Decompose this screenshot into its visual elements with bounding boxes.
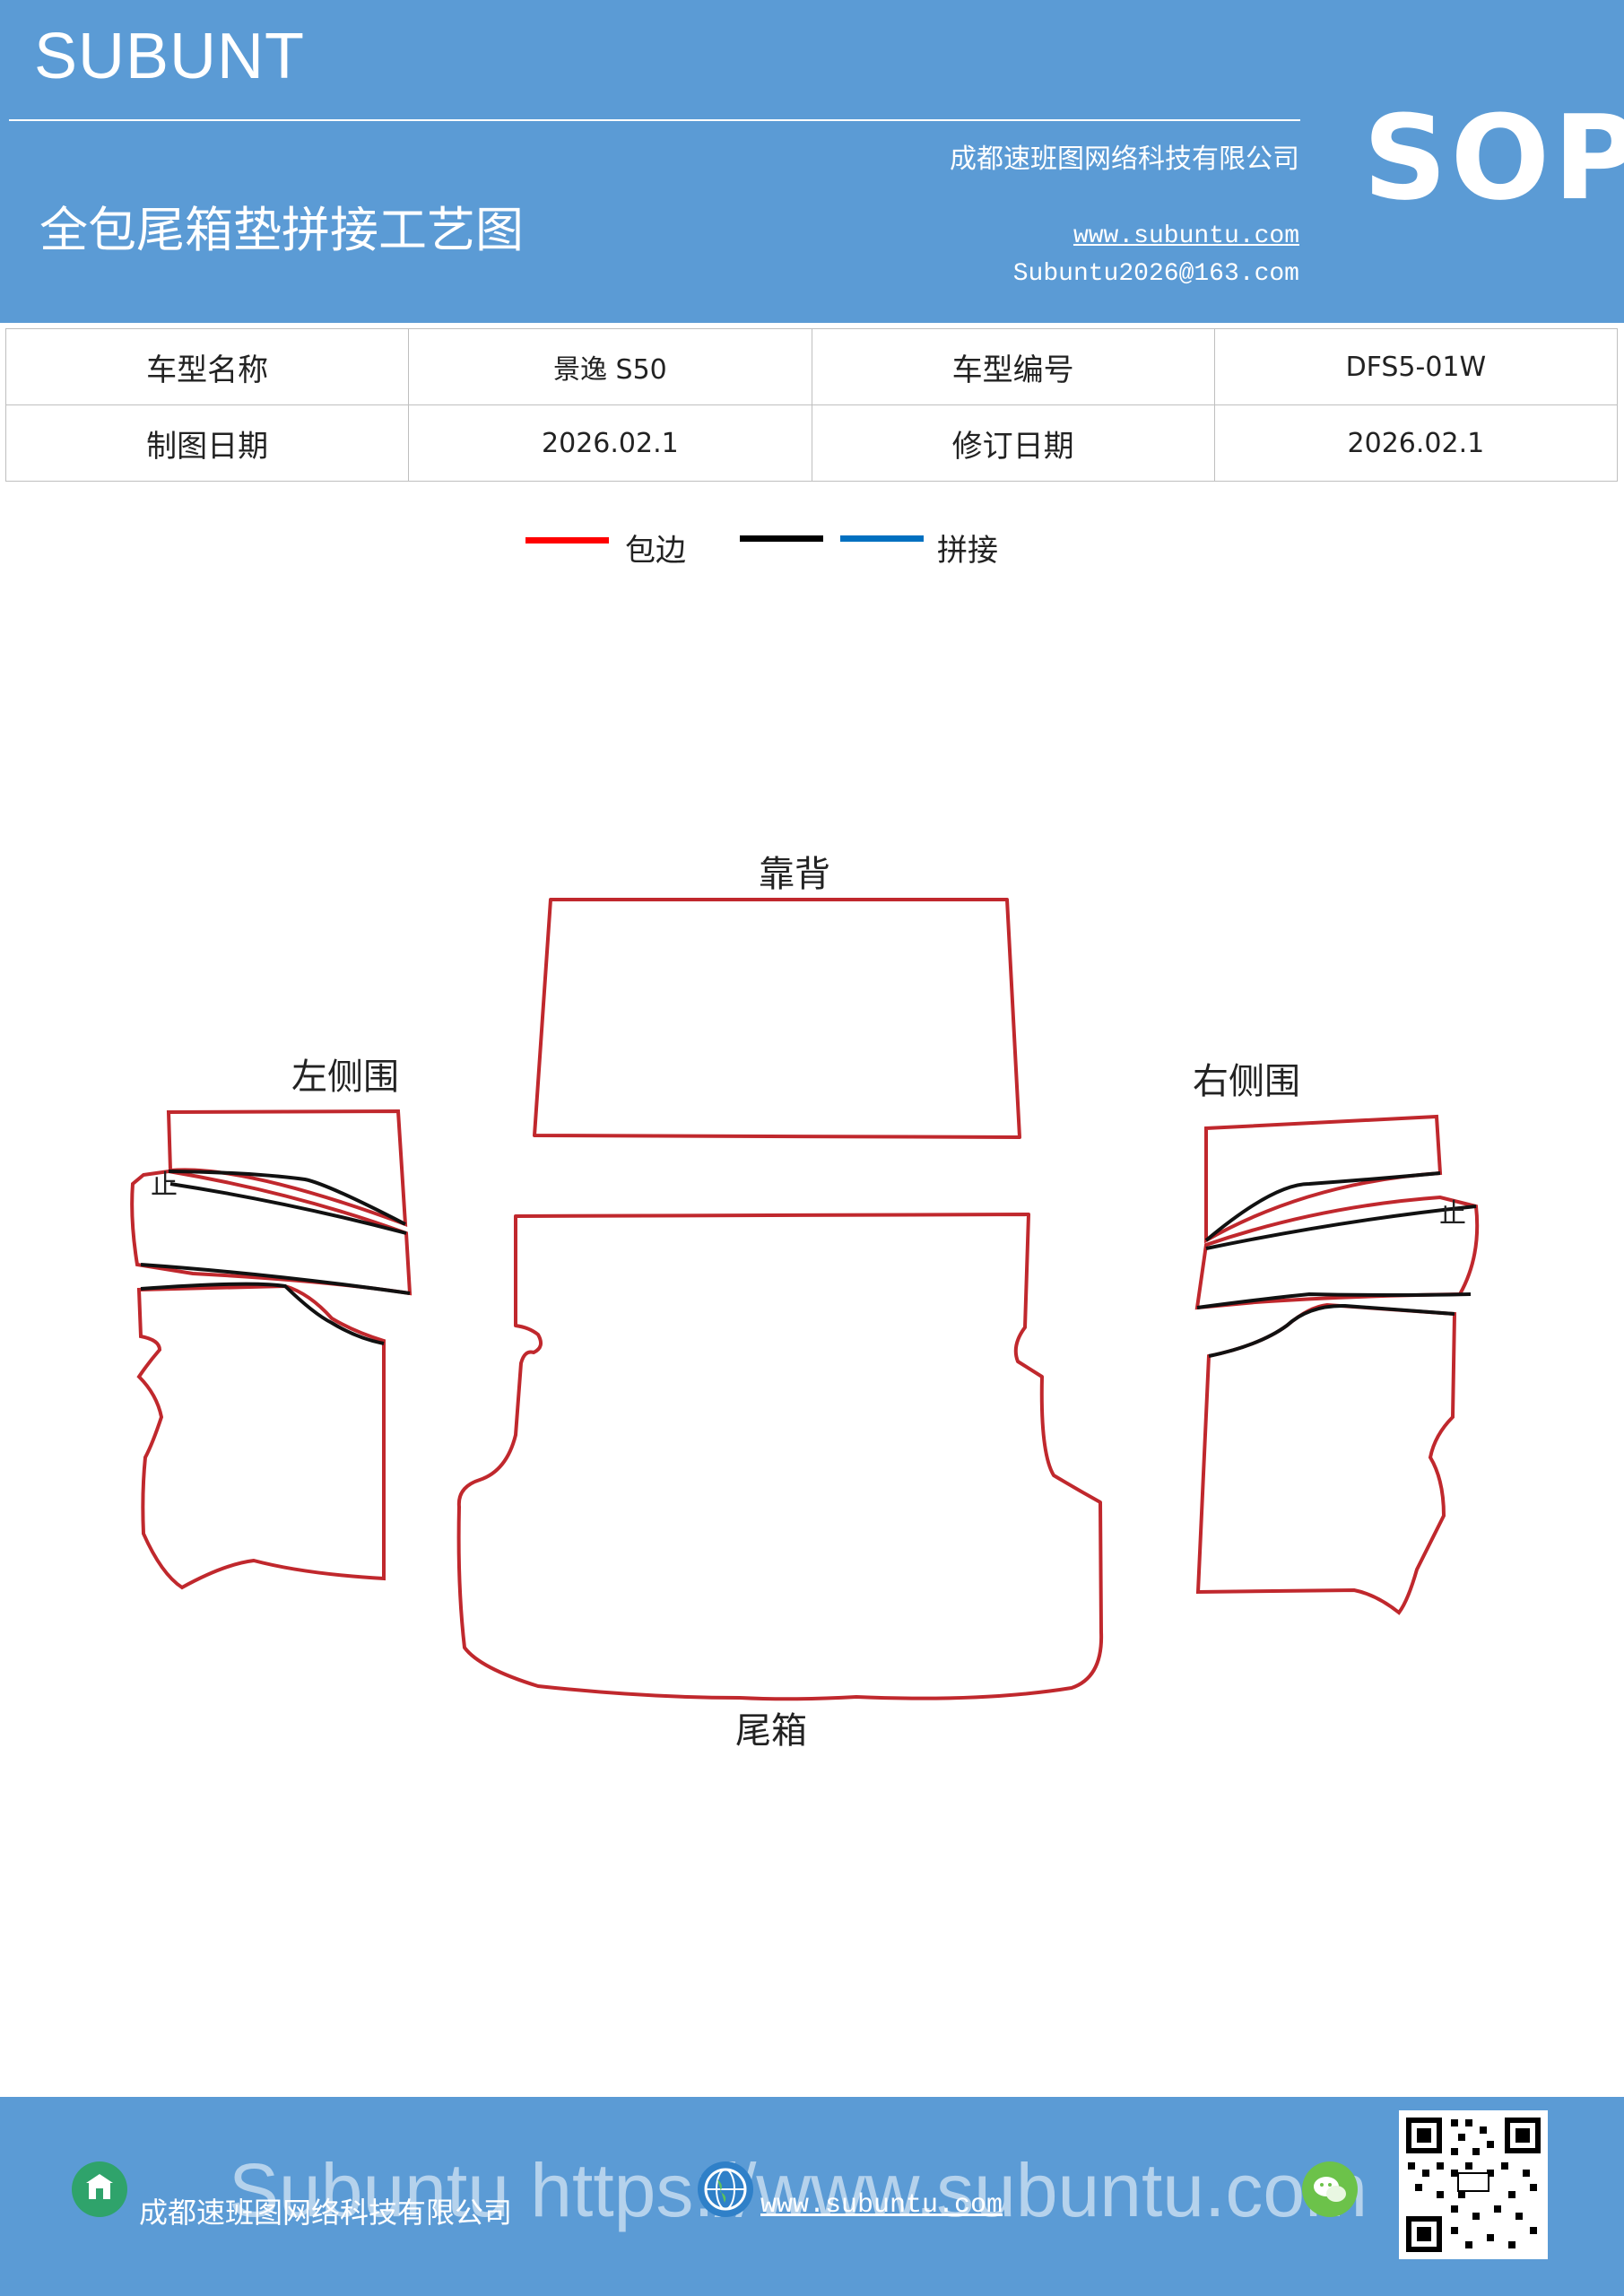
legend-splice-label: 拼接 bbox=[937, 533, 998, 569]
model-name-label: 车型名称 bbox=[4, 328, 410, 405]
splice-diagram: 靠背 尾箱 左侧围 右侧围 止 止 bbox=[0, 807, 1624, 1794]
header-email: Subuntu2026@163.com bbox=[1012, 260, 1299, 288]
right-stop-mark: 止 bbox=[1439, 1198, 1466, 1230]
left-stop-mark: 止 bbox=[151, 1170, 178, 1201]
brand-logo-text: SUBUNT bbox=[34, 21, 306, 92]
vehicle-info-table: 车型名称 景逸 S50 车型编号 DFS5-01W 制图日期 2026.02.1… bbox=[4, 328, 1619, 482]
header-website-link[interactable]: www.subuntu.com bbox=[1073, 222, 1299, 250]
model-code-value: DFS5-01W bbox=[1213, 328, 1619, 405]
globe-icon bbox=[698, 2161, 753, 2217]
table-row: 制图日期 2026.02.1 修订日期 2026.02.1 bbox=[4, 404, 1619, 482]
page-title: 全包尾箱垫拼接工艺图 bbox=[39, 202, 524, 258]
company-building-icon bbox=[72, 2161, 127, 2217]
footer-watermark: Subuntu https://www.subuntu.com bbox=[229, 2148, 1368, 2232]
wechat-icon bbox=[1302, 2161, 1358, 2217]
right-side-panel bbox=[1194, 1114, 1480, 1615]
revise-date-label: 修订日期 bbox=[811, 404, 1215, 482]
sop-badge: SOP bbox=[1363, 90, 1624, 226]
left-side-panel bbox=[130, 1109, 413, 1590]
right-side-label: 右侧围 bbox=[1193, 1061, 1300, 1102]
trunk-label: 尾箱 bbox=[735, 1710, 807, 1752]
revise-date-value: 2026.02.1 bbox=[1213, 404, 1619, 482]
draw-date-value: 2026.02.1 bbox=[408, 404, 812, 482]
header-banner: SUBUNT 全包尾箱垫拼接工艺图 成都速班图网络科技有限公司 www.subu… bbox=[0, 0, 1624, 323]
footer-company: 成都速班图网络科技有限公司 bbox=[139, 2196, 513, 2230]
legend-edging-label: 包边 bbox=[625, 533, 686, 569]
header-divider bbox=[9, 119, 1300, 121]
left-side-label: 左侧围 bbox=[291, 1057, 399, 1098]
trunk-outline bbox=[456, 1213, 1104, 1701]
footer-website-link[interactable]: www.subuntu.com bbox=[760, 2190, 1003, 2221]
footer-banner: Subuntu https://www.subuntu.com 成都速班图网络科… bbox=[0, 2097, 1624, 2296]
model-code-label: 车型编号 bbox=[811, 328, 1215, 405]
legend-splice-blue-swatch bbox=[840, 535, 924, 542]
qr-code-icon bbox=[1399, 2110, 1548, 2259]
mat-outlines bbox=[130, 898, 1480, 1701]
header-company: 成都速班图网络科技有限公司 bbox=[950, 144, 1299, 175]
draw-date-label: 制图日期 bbox=[4, 404, 410, 482]
legend-splice-black-swatch bbox=[740, 535, 823, 542]
model-name-value: 景逸 S50 bbox=[408, 328, 812, 405]
backrest-outline bbox=[533, 898, 1021, 1139]
legend-edging-swatch bbox=[525, 537, 609, 544]
backrest-label: 靠背 bbox=[759, 854, 830, 895]
table-row: 车型名称 景逸 S50 车型编号 DFS5-01W bbox=[4, 328, 1619, 405]
